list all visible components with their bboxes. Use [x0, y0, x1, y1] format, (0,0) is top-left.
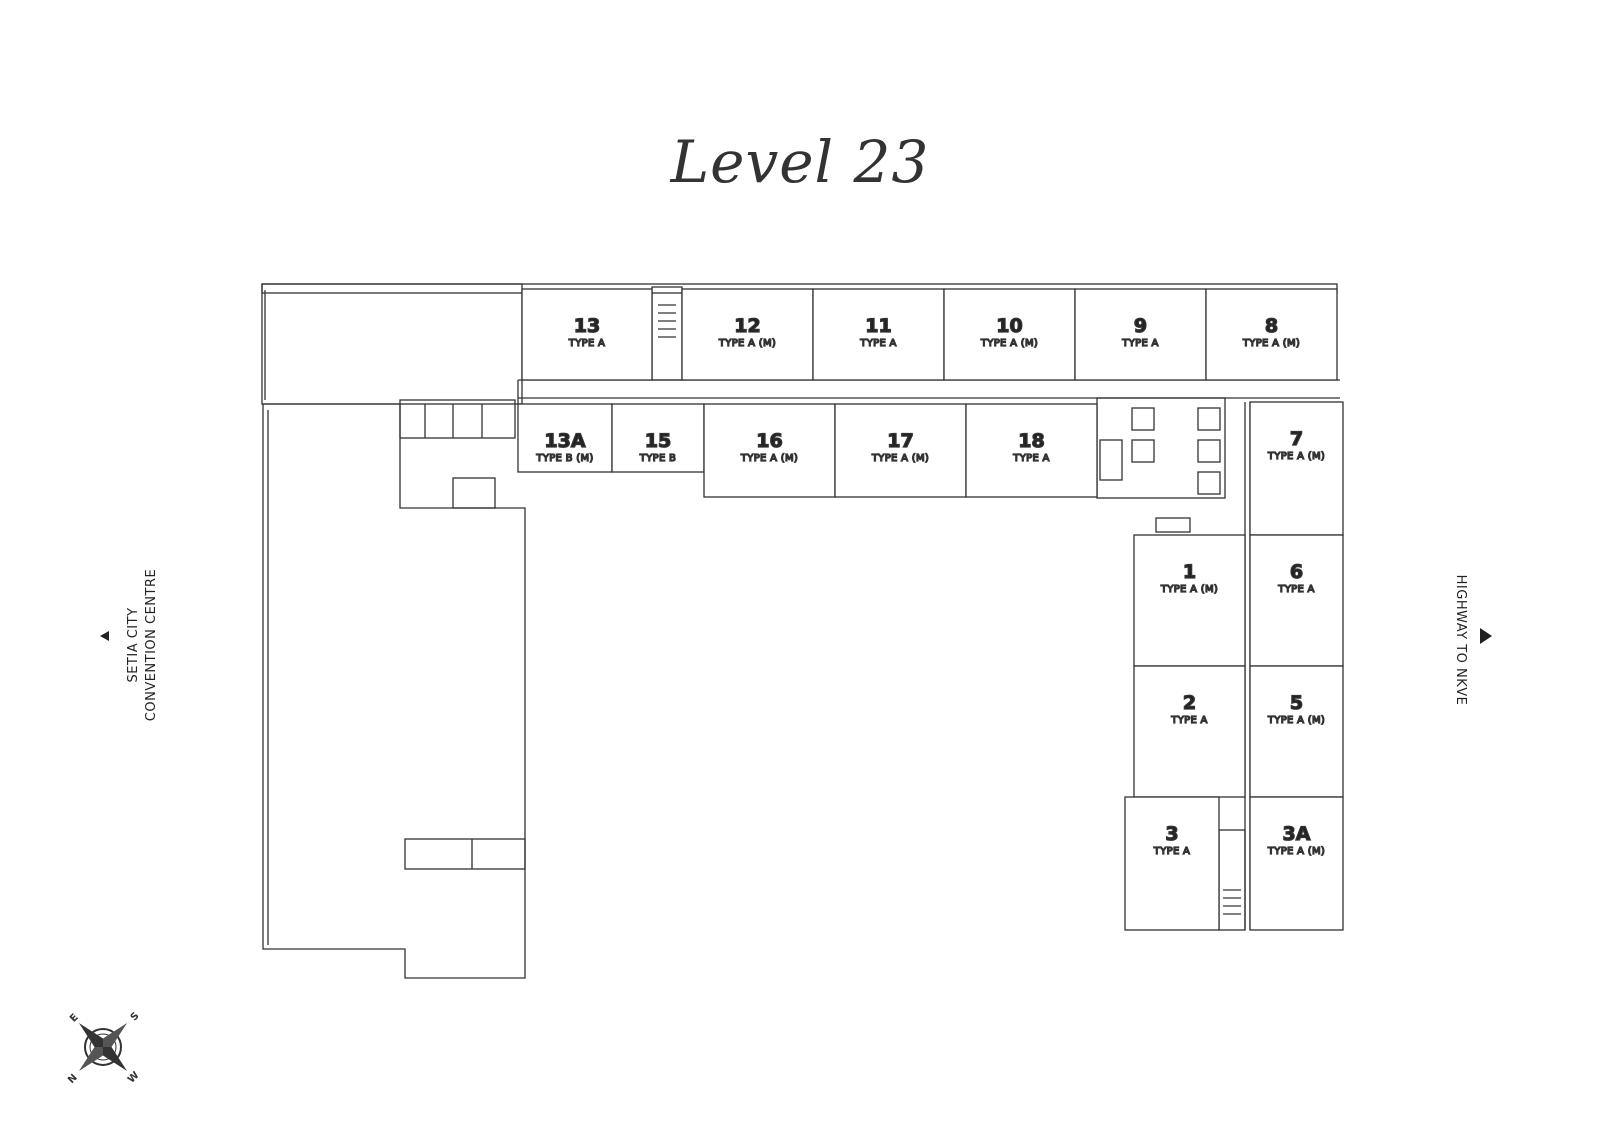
compass-s: W	[126, 1070, 142, 1086]
unit-7	[1249, 401, 1344, 536]
unit-1	[1133, 534, 1246, 667]
unit-9	[1074, 288, 1207, 381]
stair-north	[651, 286, 683, 381]
unit-15	[611, 403, 705, 473]
unit-number: 10	[996, 315, 1022, 337]
unit-number: 3	[1165, 823, 1178, 845]
unit-number: 9	[1134, 315, 1147, 337]
unit-8	[1205, 288, 1338, 381]
unit-5	[1249, 665, 1344, 798]
unit-number: 18	[1018, 430, 1044, 452]
unit-number: 17	[887, 430, 913, 452]
unit-number: 12	[734, 315, 760, 337]
unit-type: TYPE A (M)	[740, 453, 798, 464]
unit-18	[965, 403, 1098, 498]
stair-core	[1099, 439, 1123, 481]
unit-2	[1133, 665, 1246, 798]
compass-w: N	[66, 1072, 80, 1086]
unit-17	[834, 403, 967, 498]
left-arrow-icon	[100, 631, 109, 641]
unit-number: 1	[1183, 561, 1196, 583]
right-arrow-icon	[1480, 628, 1492, 644]
compass-n: E	[68, 1012, 81, 1025]
left-direction-line1: SETIA CITY	[126, 607, 141, 682]
unit-12	[681, 288, 814, 381]
stair-left	[452, 477, 496, 509]
unit-type: TYPE A (M)	[980, 338, 1038, 349]
unit-13	[521, 288, 653, 381]
compass-icon: E W S N	[66, 1011, 142, 1087]
unit-6	[1249, 534, 1344, 667]
unit-number: 5	[1290, 692, 1303, 714]
unit-number: 11	[865, 315, 891, 337]
compass-e: S	[129, 1011, 142, 1024]
unit-number: 7	[1290, 428, 1303, 450]
left-block-notch	[404, 838, 526, 870]
unit-type: TYPE A	[1153, 846, 1190, 857]
unit-type: TYPE A	[568, 338, 605, 349]
unit-16	[703, 403, 836, 498]
unit-type: TYPE A	[1012, 453, 1049, 464]
roof-area	[261, 283, 523, 405]
unit-type: TYPE A (M)	[1267, 715, 1325, 726]
stair-east	[1218, 829, 1246, 931]
unit-3a	[1249, 796, 1344, 931]
left-block	[262, 403, 526, 979]
unit-number: 15	[645, 430, 671, 452]
unit-number: 6	[1290, 561, 1303, 583]
unit-type: TYPE A	[1170, 715, 1207, 726]
right-direction-label: HIGHWAY TO NKVE	[1453, 575, 1468, 706]
service-rooms	[399, 399, 516, 439]
unit-number: 2	[1183, 692, 1196, 714]
unit-type: TYPE B	[639, 453, 676, 464]
unit-type: TYPE A (M)	[1267, 451, 1325, 462]
unit-type: TYPE A (M)	[1267, 846, 1325, 857]
unit-type: TYPE A (M)	[1242, 338, 1300, 349]
unit-number: 13	[574, 315, 600, 337]
lift-core	[1096, 397, 1226, 499]
page-title: Level 23	[670, 128, 930, 196]
unit-type: TYPE A (M)	[1160, 584, 1218, 595]
unit-type: TYPE A (M)	[871, 453, 929, 464]
unit-type: TYPE B (M)	[535, 453, 593, 464]
unit-number: 16	[756, 430, 782, 452]
unit-13a	[517, 403, 613, 473]
left-direction-line2: CONVENTION CENTRE	[144, 569, 159, 721]
unit-number: 3A	[1283, 823, 1311, 845]
unit-type: TYPE A	[1277, 584, 1314, 595]
unit-number: 13A	[544, 430, 585, 452]
unit-type: TYPE A	[1121, 338, 1158, 349]
unit-type: TYPE A (M)	[718, 338, 776, 349]
unit-number: 8	[1265, 315, 1278, 337]
unit-type: TYPE A	[859, 338, 896, 349]
unit-3	[1124, 796, 1220, 931]
